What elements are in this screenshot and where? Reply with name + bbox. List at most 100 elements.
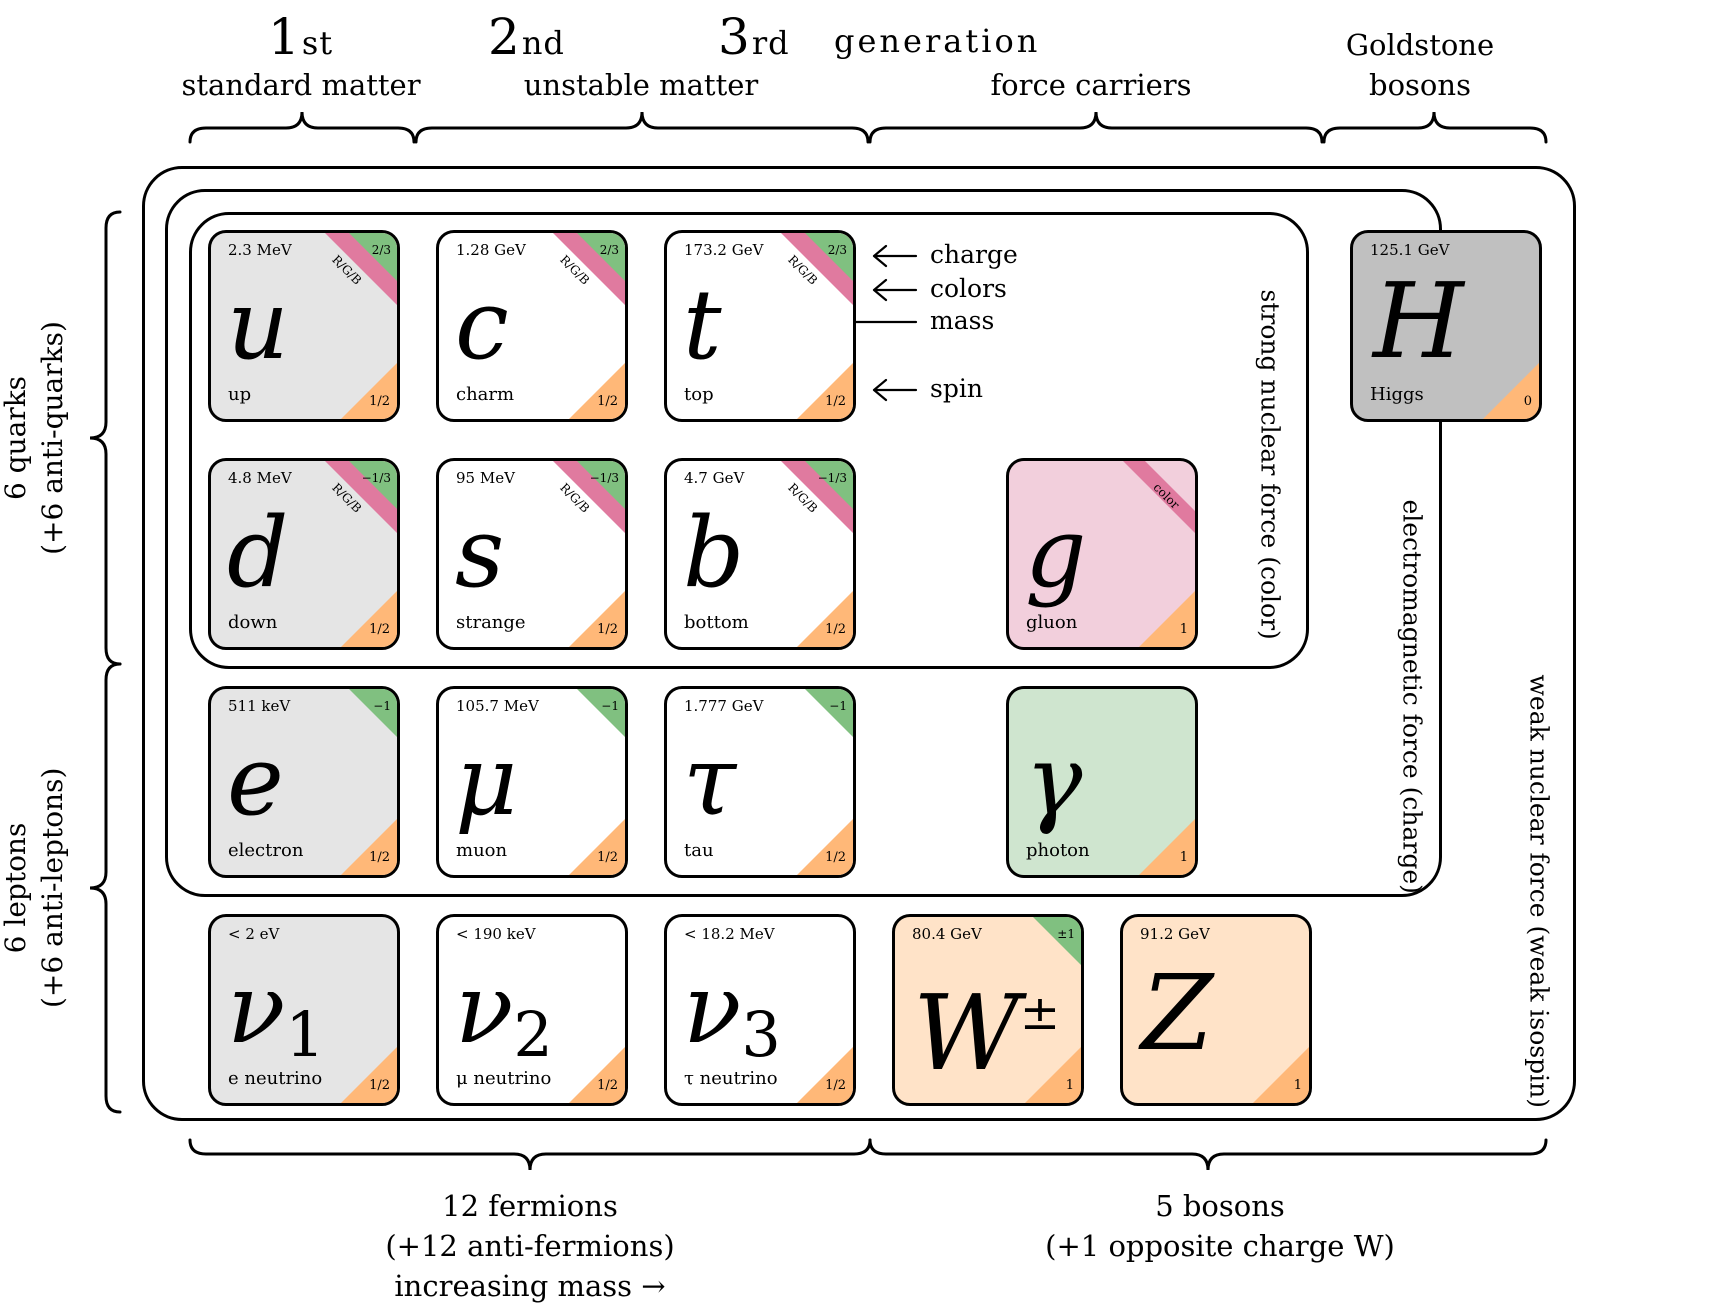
particle-mass: < 2 eV	[228, 925, 280, 943]
particle-symbol-main: τ	[683, 725, 737, 837]
particle-spin: 1/2	[597, 850, 618, 865]
particle-symbol-main: H	[1373, 260, 1464, 382]
gen2-suffix: nd	[521, 24, 565, 62]
particle-name: bottom	[684, 612, 749, 633]
particle-mass: 4.7 GeV	[684, 469, 745, 487]
gen2-number: 2	[488, 8, 520, 66]
brace-quarks	[89, 210, 122, 666]
generation-label: generation	[834, 22, 1041, 60]
gen1-heading: 1st	[268, 12, 333, 62]
brace-bosons	[868, 1138, 1548, 1171]
quarks-label-line2: (+6 anti-quarks)	[36, 321, 69, 555]
particle-symbol: u	[227, 273, 289, 377]
particle-symbol-subscript: 1	[285, 998, 325, 1071]
particle-name: top	[684, 384, 714, 405]
particle-mass: < 190 keV	[456, 925, 536, 943]
quarks-label-line1: 6 quarks	[0, 375, 32, 501]
spin-corner	[797, 819, 853, 875]
unstable-matter-label: unstable matter	[523, 68, 759, 102]
particle-symbol: b	[683, 501, 744, 605]
legend-colors: colors	[930, 274, 1007, 303]
goldstone-label-line1: Goldstone	[1345, 28, 1495, 62]
charge-corner	[577, 461, 625, 509]
spin-corner	[569, 1047, 625, 1103]
particle-mass: 4.8 MeV	[228, 469, 292, 487]
charge-corner	[1033, 917, 1081, 965]
particle-symbol: d	[227, 501, 288, 605]
card-corners	[1123, 461, 1195, 647]
particle-name: gluon	[1026, 612, 1078, 633]
arrow-colors	[872, 278, 918, 302]
particle-spin: 1/2	[597, 394, 618, 409]
particle-mass: 125.1 GeV	[1370, 241, 1450, 259]
spin-corner	[1139, 819, 1195, 875]
weak-force-box	[142, 166, 1576, 1121]
particle-mass: 91.2 GeV	[1140, 925, 1210, 943]
particle-symbol-main: u	[227, 269, 289, 381]
particle-spin: 1/2	[369, 850, 390, 865]
card-corners	[797, 1047, 853, 1103]
particle-symbol: e	[227, 729, 284, 833]
card-corners	[1253, 1047, 1309, 1103]
spin-corner	[341, 363, 397, 419]
color-band	[1123, 461, 1195, 533]
particle-symbol-superscript: ±	[1019, 985, 1061, 1041]
particle-charge: −1	[601, 699, 619, 713]
particle-charge: −1	[373, 699, 391, 713]
particle-symbol-main: ν	[683, 953, 742, 1065]
brace-leptons	[89, 662, 122, 1114]
brace-goldstone	[1322, 111, 1548, 144]
particle-symbol: ν3	[683, 957, 781, 1087]
gen3-heading: 3rd	[718, 12, 790, 62]
particle-symbol: ν2	[455, 957, 553, 1087]
card-corners	[797, 689, 853, 875]
particle-symbol-main: e	[227, 725, 284, 837]
particle-spin: 1/2	[369, 1078, 390, 1093]
particle-card-photon: 1 γ photon	[1006, 686, 1198, 878]
spin-corner	[1253, 1047, 1309, 1103]
particle-spin: 0	[1523, 394, 1532, 409]
particle-mass: < 18.2 MeV	[684, 925, 775, 943]
particle-symbol: γ	[1025, 729, 1082, 833]
particle-name: μ neutrino	[456, 1068, 552, 1089]
particle-spin: 1/2	[825, 1078, 846, 1093]
spin-corner	[341, 1047, 397, 1103]
gen3-number: 3	[718, 8, 750, 66]
particle-symbol: W±	[913, 961, 1060, 1085]
particle-spin: 1/2	[825, 394, 846, 409]
particle-symbol-main: ν	[455, 953, 514, 1065]
particle-name: tau	[684, 840, 714, 861]
particle-symbol-main: d	[227, 497, 289, 609]
particle-charge: ±1	[1057, 927, 1075, 941]
particle-name: photon	[1026, 840, 1090, 861]
particle-symbol: g	[1025, 501, 1086, 605]
particle-symbol-subscript: 2	[513, 998, 553, 1071]
arrow-charge	[872, 244, 918, 268]
particle-name: charm	[456, 384, 515, 405]
charge-corner	[577, 233, 625, 281]
particle-symbol-main: g	[1025, 497, 1087, 609]
bosons-label: 5 bosons (+1 opposite charge W)	[1020, 1186, 1420, 1266]
particle-symbol-main: γ	[1025, 725, 1083, 837]
particle-symbol: s	[455, 501, 504, 605]
brace-standard-matter	[188, 111, 416, 144]
particle-charge: −1/3	[589, 471, 619, 485]
fermions-label: 12 fermions (+12 anti-fermions) increasi…	[340, 1186, 720, 1306]
particle-symbol-main: c	[455, 269, 509, 381]
particle-mass: 511 keV	[228, 697, 291, 715]
card-corners	[781, 233, 853, 419]
particle-symbol: ν1	[227, 957, 325, 1087]
particle-name: Higgs	[1370, 384, 1424, 405]
particle-spin: 1	[1179, 850, 1188, 865]
arrow-spin	[872, 378, 918, 402]
particle-name: muon	[456, 840, 508, 861]
particle-symbol-main: b	[683, 497, 745, 609]
